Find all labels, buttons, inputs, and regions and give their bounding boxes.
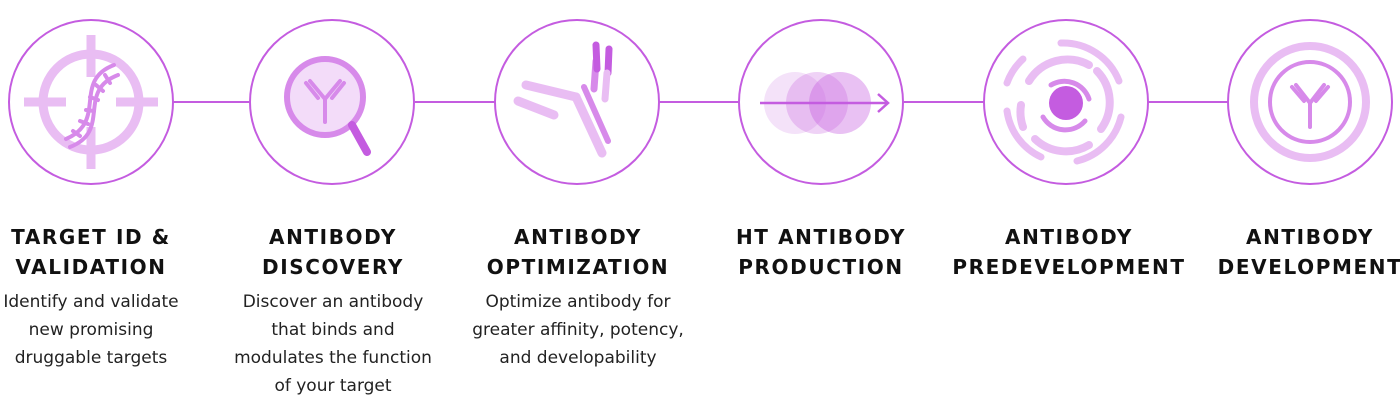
stage-description: Discover an antibody that binds and modu…	[213, 288, 453, 400]
stage-description-line: druggable targets	[14, 348, 168, 368]
connector-line	[904, 101, 984, 103]
antibody-ring-icon	[1250, 42, 1370, 162]
stage-title-line: ANTIBODY	[269, 225, 397, 249]
stage-description-line: Identify and validate	[3, 292, 179, 312]
stage-description-line: Optimize antibody for	[485, 292, 671, 312]
stage-title-line: ANTIBODY	[514, 225, 642, 249]
antibody-optimization-icon	[513, 41, 613, 158]
stage-1: TARGET ID & VALIDATION Identify and vali…	[0, 0, 211, 420]
stage-title-line: DEVELOPMENT	[1217, 255, 1400, 279]
stage-title-line: TARGET ID &	[11, 225, 171, 249]
stage-3: ANTIBODY OPTIMIZATION Optimize antibody …	[458, 0, 698, 420]
stage-description-line: of your target	[274, 376, 392, 396]
stage-title-line: HT ANTIBODY	[735, 225, 907, 249]
overlapping-circles-arrow-icon	[760, 72, 890, 134]
connector-line	[415, 101, 495, 103]
stage-description-line: and developability	[499, 348, 657, 368]
stage-title: ANTIBODY OPTIMIZATION	[458, 222, 698, 282]
stage-2-circle	[249, 19, 415, 185]
stage-description-line: that binds and	[271, 320, 395, 340]
stage-description-line: greater affinity, potency,	[472, 320, 684, 340]
antibody-magnifier-icon	[284, 56, 371, 156]
stage-title-line: VALIDATION	[15, 255, 167, 279]
connector-line	[173, 101, 251, 103]
concentric-rings-icon	[1003, 39, 1125, 165]
stage-5-circle	[983, 19, 1149, 185]
stage-title-line: PREDEVELOPMENT	[952, 255, 1186, 279]
stage-6: ANTIBODY DEVELOPMENT	[1190, 0, 1400, 420]
stage-2: ANTIBODY DISCOVERY Discover an antibody …	[213, 0, 453, 420]
stage-title-line: OPTIMIZATION	[486, 255, 670, 279]
stage-5: ANTIBODY PREDEVELOPMENT	[949, 0, 1189, 420]
stage-6-circle	[1227, 19, 1393, 185]
connector-line	[1148, 101, 1228, 103]
stage-title-line: DISCOVERY	[262, 255, 404, 279]
stage-title: ANTIBODY DEVELOPMENT	[1190, 222, 1400, 282]
stage-title-line: ANTIBODY	[1246, 225, 1374, 249]
stage-description-line: modulates the function	[234, 348, 432, 368]
stage-title-line: ANTIBODY	[1005, 225, 1133, 249]
stage-description-line: new promising	[28, 320, 154, 340]
stage-description: Optimize antibody for greater affinity, …	[458, 288, 698, 372]
stage-3-circle	[494, 19, 660, 185]
stage-title: TARGET ID & VALIDATION	[0, 222, 211, 282]
stage-4-circle	[738, 19, 904, 185]
stage-description: Identify and validate new promising drug…	[0, 288, 211, 372]
stage-4: HT ANTIBODY PRODUCTION	[701, 0, 941, 420]
stage-1-circle	[8, 19, 174, 185]
stage-title: HT ANTIBODY PRODUCTION	[701, 222, 941, 282]
stage-description-line: Discover an antibody	[242, 292, 424, 312]
dna-target-icon	[24, 35, 158, 169]
stage-title-line: PRODUCTION	[738, 255, 904, 279]
stage-title: ANTIBODY PREDEVELOPMENT	[949, 222, 1189, 282]
stage-title: ANTIBODY DISCOVERY	[213, 222, 453, 282]
connector-line	[659, 101, 740, 103]
